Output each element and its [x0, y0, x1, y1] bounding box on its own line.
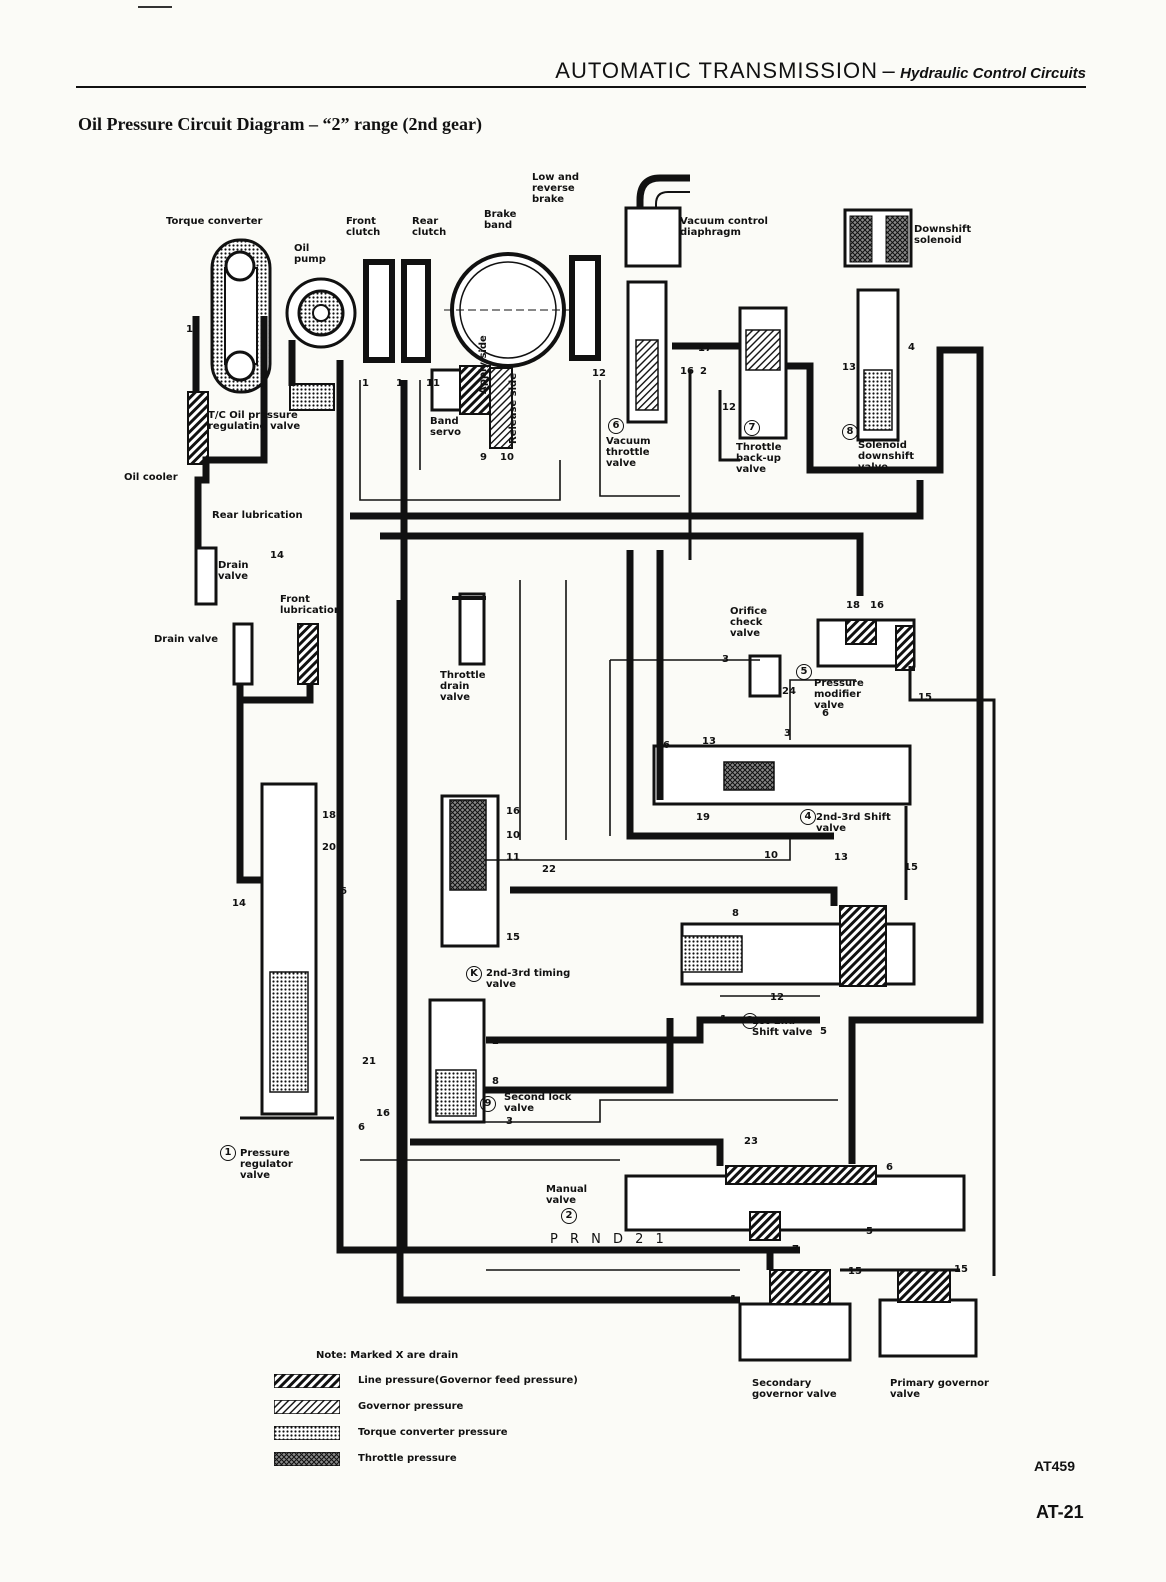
header-separator: – [882, 58, 896, 83]
vacuum-throttle-valve [626, 280, 668, 424]
timing-valve-2-3-body [440, 794, 500, 948]
page-number: AT-21 [1036, 1502, 1084, 1522]
legend-label: Torque converter pressure [358, 1427, 508, 1438]
legend-label: Line pressure(Governor feed pressure) [358, 1375, 578, 1386]
legend-label: Throttle pressure [358, 1453, 457, 1464]
throttle-backup-valve [738, 306, 788, 440]
figure-id: AT459 [1034, 1458, 1075, 1474]
vacuum-control-diaphragm [624, 174, 690, 268]
torque-converter-circuit [192, 316, 314, 884]
throttle-drain-valve-body [452, 592, 486, 666]
shift-valve-2-3-body [652, 744, 912, 806]
band-servo [430, 365, 513, 449]
throttle-pressure-circuit [609, 370, 760, 836]
oil-pump [285, 277, 357, 411]
governor-pressure-circuit [840, 666, 996, 1276]
rear-clutch [401, 259, 431, 363]
legend-note: Note: Marked X are drain [316, 1350, 459, 1361]
front-clutch [363, 259, 395, 363]
signal-lines [359, 380, 856, 1271]
second-lock-valve-body [428, 998, 486, 1124]
header-subtitle: Hydraulic Control Circuits [900, 65, 1086, 82]
shift-valve-1-2-body [680, 905, 916, 987]
tc-oil-pressure-regulating-valve [187, 391, 209, 465]
orifice-check-valve-body [748, 654, 782, 698]
scan-mark [138, 6, 172, 8]
legend-swatch-throttle [274, 1452, 340, 1466]
drain-valve-upper [194, 546, 218, 606]
legend-swatch-torque [274, 1426, 340, 1440]
brake-band [444, 252, 600, 368]
secondary-governor-valve-body [738, 1269, 852, 1362]
torque-converter [210, 238, 272, 394]
page-header: AUTOMATIC TRANSMISSION – Hydraulic Contr… [555, 58, 1086, 84]
legend-label: Governor pressure [358, 1401, 464, 1412]
header-title: AUTOMATIC TRANSMISSION [555, 58, 878, 83]
pressure-modifier-valve-body [816, 618, 916, 671]
solenoid-downshift-valve [856, 288, 900, 442]
low-reverse-brake [569, 255, 601, 361]
drain-valve-lower [232, 622, 319, 686]
legend-swatch-line [274, 1374, 340, 1388]
line-pressure-circuit [336, 342, 984, 1304]
legend-swatch-governor [274, 1400, 340, 1414]
header-rule [76, 86, 1086, 88]
pressure-regulator-valve [240, 782, 334, 1120]
diagram-title: Oil Pressure Circuit Diagram – “2” range… [78, 114, 482, 134]
primary-governor-valve-body [878, 1269, 978, 1358]
downshift-solenoid [843, 208, 913, 268]
manual-valve-body [624, 1165, 966, 1241]
